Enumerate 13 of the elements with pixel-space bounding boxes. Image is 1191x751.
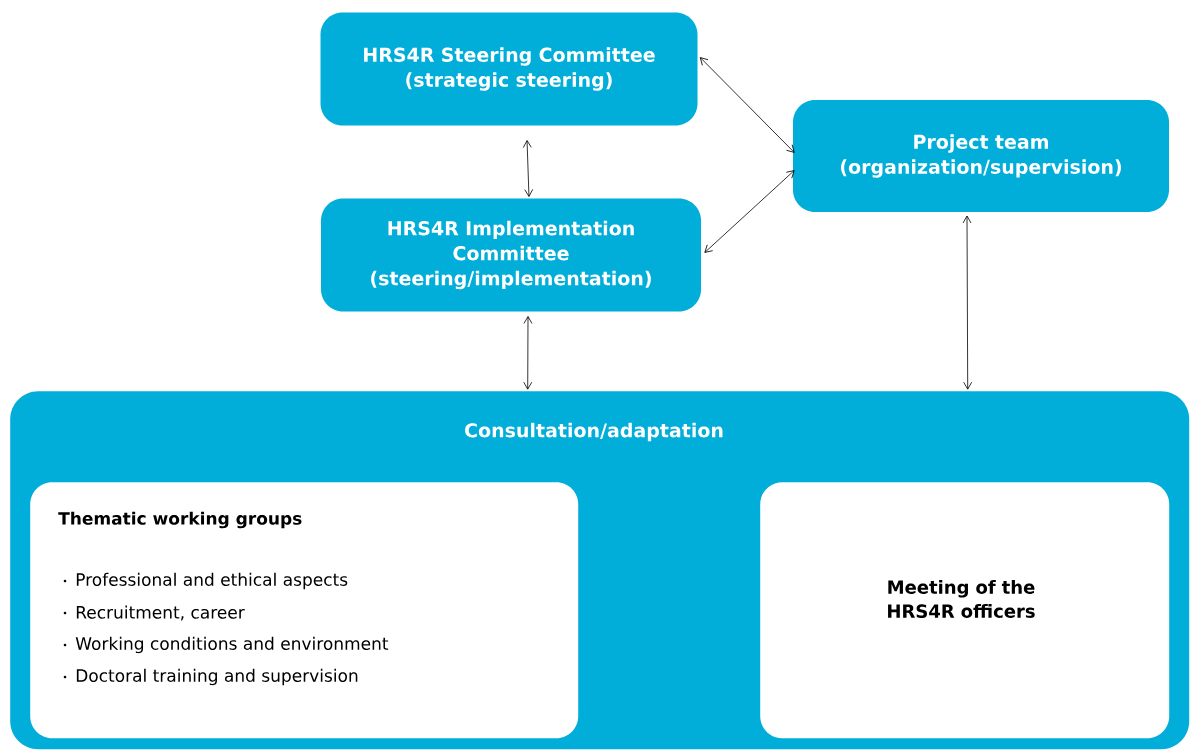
committee-box: HRS4R Steering Committee (strategic steering) — [320, 12, 698, 126]
committee-box: Project team (organization/supervision) — [793, 100, 1169, 212]
list-item: Professional and ethical aspects — [76, 572, 348, 590]
committee-box: HRS4R Implementation Committee (steering/implementation) — [321, 198, 701, 312]
double-arrow — [522, 140, 534, 197]
meeting-card: Meeting of the HRS4R officers — [760, 482, 1170, 739]
double-arrow — [699, 57, 795, 153]
list-item: Doctoral training and supervision — [76, 668, 358, 686]
double-arrow — [704, 170, 795, 253]
list-item: Recruitment, career — [76, 605, 245, 621]
list-item: Working conditions and environment — [75, 636, 389, 654]
double-arrow — [523, 316, 533, 390]
double-arrow — [962, 215, 973, 390]
